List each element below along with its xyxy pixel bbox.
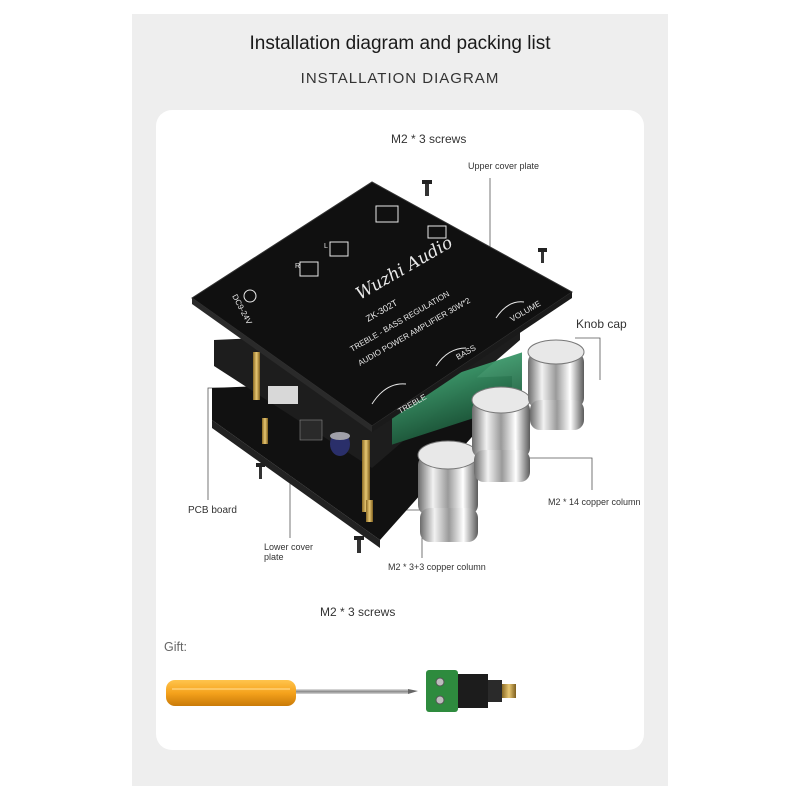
usb-icon — [375, 205, 399, 223]
board-graphics — [243, 205, 525, 405]
treble-arrow — [371, 383, 407, 405]
power-icon — [243, 289, 257, 303]
label-knob-cap: Knob cap — [576, 317, 627, 331]
label-upper-cover-plate: Upper cover plate — [468, 161, 540, 171]
label-bottom-screws: M2 * 3 screws — [320, 605, 396, 619]
dc-connector-icon — [426, 670, 516, 712]
knob-volume — [527, 339, 585, 430]
speaker-r-icon — [299, 261, 319, 277]
board-out-l: L — [324, 243, 328, 250]
label-lower-cover-plate-1: Lower cover — [264, 542, 314, 552]
knob-treble — [417, 440, 479, 542]
label-copper-column-14: M2 * 14 copper column — [548, 497, 641, 507]
page-title: Installation diagram and packing list — [249, 33, 551, 54]
speaker-l-icon — [329, 241, 349, 257]
label-pcb-board: PCB board — [188, 505, 237, 516]
screwdriver-icon — [166, 680, 418, 706]
board-out-r: R — [295, 263, 300, 270]
label-top-screws: M2 * 3 screws — [391, 132, 467, 146]
section-subtitle: INSTALLATION DIAGRAM — [300, 70, 500, 87]
volume-arrow — [495, 301, 525, 319]
upper-cover-plate — [191, 181, 573, 432]
copper-columns — [253, 352, 373, 522]
bottom-screw-left — [256, 463, 265, 479]
bottom-screw-center — [354, 536, 364, 553]
label-lower-cover-plate-2: plate — [264, 552, 284, 562]
bass-arrow — [435, 347, 467, 367]
label-copper-column-3: M2 * 3+3 copper column — [388, 562, 486, 572]
top-screw-left — [422, 180, 432, 196]
bluetooth-icon — [427, 225, 447, 239]
top-screw-right — [538, 248, 547, 263]
knob-bass — [471, 386, 531, 482]
label-gift: Gift: — [164, 640, 187, 654]
